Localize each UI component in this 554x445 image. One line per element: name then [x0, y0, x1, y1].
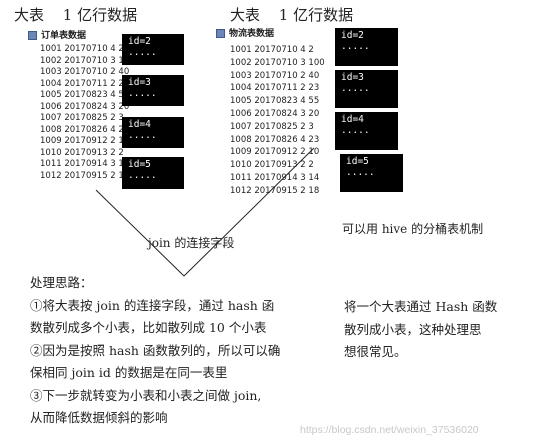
right-table-rows: 1001 20170710 4 2 1002 20170710 3 100 1003… [230, 44, 325, 198]
table-row: 1007 20170825 2 3 [230, 121, 314, 132]
table-row: 1006 20170824 3 20 [230, 108, 320, 119]
join-field-note: join 的连接字段 [148, 236, 235, 250]
right-heading-count: 1 亿行数据 [278, 6, 354, 24]
process-line: ①将大表按 join 的连接字段，通过 hash 函 [30, 297, 275, 313]
process-line: 保相同 join id 的数据是在同一表里 [30, 365, 228, 380]
table-row: 1002 20170710 3 100 [230, 57, 325, 68]
table-row: 1009 20170912 2 10 [40, 136, 130, 146]
table-row: 1010 20170913 2 2 [40, 147, 124, 158]
table-row: 1001 20170710 4 2 [230, 45, 314, 55]
left-bucket-box: id=3..... [122, 75, 184, 106]
right-heading: 大表 1 亿行数据 [230, 4, 353, 25]
right-bucket-box: id=4..... [335, 112, 398, 150]
table-row: 1006 20170824 3 20 [40, 101, 130, 112]
left-connector-line [95, 189, 185, 277]
summary-line: 散列成小表，这种处理思 [344, 321, 482, 337]
process-line: 从而降低数据倾斜的影响 [30, 410, 168, 425]
process-section: 处理思路： ①将大表按 join 的连接字段，通过 hash 函 数散列成多个小… [30, 272, 280, 430]
table-row: 1012 20170915 2 18 [40, 170, 130, 181]
hive-bucket-note: 可以用 hive 的分桶表机制 [342, 222, 484, 236]
table-row: 1007 20170825 2 3 [40, 113, 124, 123]
table-row: 1005 20170823 4 55 [230, 96, 320, 107]
table-row: 1002 20170710 3 100 [40, 55, 135, 66]
left-heading: 大表 1 亿行数据 [14, 4, 137, 25]
left-table-title: 订单表数据 [28, 28, 135, 41]
process-line: ②因为是按照 hash 函数散列的，所以可以确 [30, 342, 281, 358]
left-bucket-box: id=5..... [122, 157, 184, 189]
table-row: 1008 20170826 4 23 [230, 134, 320, 145]
table-row: 1011 20170914 3 14 [230, 172, 320, 183]
table-row: 1008 20170826 4 23 [40, 124, 130, 135]
process-line: ③下一步就转变为小表和小表之间做 join, [30, 387, 262, 403]
process-title: 处理思路： [30, 275, 93, 290]
summary-line: 想很常见。 [344, 344, 407, 359]
process-line: 数散列成多个小表，比如散列成 10 个小表 [30, 320, 267, 335]
left-bucket-box: id=4..... [122, 117, 184, 148]
right-table-title: 物流表数据 [216, 26, 325, 39]
watermark-text: https://blog.csdn.net/weixin_37536020 [300, 424, 479, 436]
left-heading-big: 大表 [14, 6, 45, 24]
table-row: 1012 20170915 2 18 [230, 185, 320, 196]
right-bucket-box: id=3..... [335, 70, 398, 108]
table-row: 1011 20170914 3 14 [40, 159, 130, 169]
table-row: 1004 20170711 2 23 [40, 78, 130, 89]
table-row: 1003 20170710 2 40 [230, 70, 320, 81]
table-row: 1010 20170913 2 2 [230, 160, 314, 171]
left-bucket-box: id=2..... [122, 34, 184, 65]
table-icon [216, 29, 225, 38]
table-row: 1004 20170711 2 23 [230, 83, 320, 94]
right-table: 物流表数据 1001 20170710 4 2 1002 20170710 3 1… [216, 26, 325, 198]
table-icon [28, 31, 37, 40]
right-bucket-box: id=5..... [340, 154, 403, 192]
right-heading-big: 大表 [230, 6, 261, 24]
table-row: 1001 20170710 4 2 [40, 44, 124, 54]
table-row: 1009 20170912 2 10 [230, 147, 320, 158]
summary-line: 将一个大表通过 Hash 函数 [344, 299, 498, 314]
table-row: 1005 20170823 4 55 [40, 90, 130, 100]
table-row: 1003 20170710 2 40 [40, 67, 130, 77]
left-heading-count: 1 亿行数据 [62, 6, 138, 24]
right-bucket-box: id=2..... [335, 28, 398, 66]
right-connector-line [183, 147, 315, 277]
summary-section: 将一个大表通过 Hash 函数 散列成小表，这种处理思 想很常见。 [344, 296, 497, 364]
